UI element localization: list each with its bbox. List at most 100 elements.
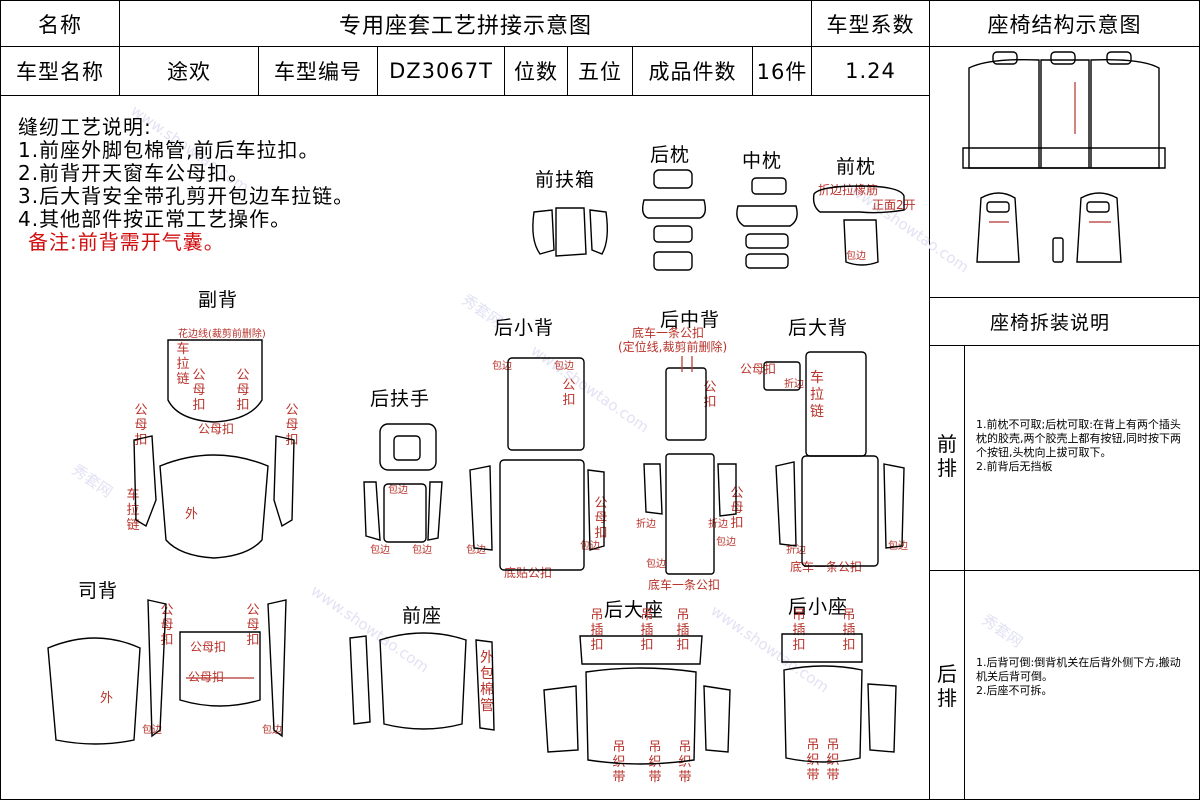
label-mid-pillow: 中枕	[742, 150, 783, 172]
annotation-outer: 外	[100, 691, 114, 706]
annotation-male-snap: 公扣	[703, 380, 717, 410]
label-armrest-box: 前扶箱	[535, 169, 596, 191]
annotation-edge: 包边	[554, 361, 574, 372]
annotation-fold: 折边	[784, 379, 804, 390]
mid-pillow-piece	[736, 205, 798, 227]
label-rear-big-seat: 后大座	[604, 599, 665, 621]
pattern-drawings	[47, 169, 905, 765]
annotation-hang-snap: 吊插扣	[676, 608, 690, 653]
passenger-back-side	[273, 435, 295, 528]
label-rear-armrest: 后扶手	[370, 388, 431, 410]
sewing-item: 1.前座外脚包棉管,前后车拉扣。	[18, 138, 320, 162]
armrest-box-piece	[589, 209, 609, 255]
annotation-edge: 包边	[412, 545, 432, 556]
sewing-title: 缝纫工艺说明:	[18, 115, 152, 139]
annotation-zipper: 车拉链	[810, 370, 824, 420]
annotation-snap: 公母扣	[134, 403, 148, 448]
rear-armrest-piece	[427, 481, 443, 541]
side-divider	[929, 46, 930, 799]
disassembly-title-line	[929, 345, 1200, 346]
mid-pillow-piece	[745, 233, 789, 249]
driver-back-center	[179, 631, 261, 707]
driver-back-side	[147, 599, 167, 738]
annotation-zipper: 车拉链	[176, 342, 190, 387]
rear-small-back-main	[499, 459, 585, 571]
rear-mid-back-top	[665, 367, 707, 441]
annotation-fold: 折边	[636, 519, 656, 530]
label-passenger-back: 副背	[198, 289, 239, 311]
rear-big-seat-side	[543, 685, 579, 753]
rear-small-back-top	[507, 357, 585, 451]
label-rear-pillow: 后枕	[650, 144, 691, 166]
rear-big-back-top	[805, 351, 867, 457]
annotation-edge: 包边	[646, 559, 666, 570]
model-code-label-cell: 车型编号	[258, 46, 378, 96]
rear-big-seat-main	[585, 667, 697, 765]
rear-armrest-piece	[393, 435, 421, 461]
sewing-item: 3.后大背安全带孔剪开包边车拉链。	[18, 184, 355, 208]
front-row-text: 1.前枕不可取;后枕可取:在背上有两个插头枕的胶壳,两个胶壳上都有按钮,同时按下…	[976, 418, 1181, 473]
annotation-male-snap: 公扣	[562, 378, 576, 408]
rear-small-back-side	[469, 465, 493, 551]
structure-bottom-line	[929, 297, 1200, 298]
label-front-pillow: 前枕	[836, 156, 877, 178]
annotation-hang-snap: 吊插扣	[792, 608, 806, 653]
annotation-edge: 包边	[388, 485, 408, 496]
annotation-snap-horizontal: 公母扣	[740, 362, 777, 376]
armrest-box-piece	[532, 209, 555, 255]
annotation-snap: 公母扣	[730, 486, 744, 531]
annotation-fold: 折边	[786, 545, 806, 556]
annotation-passenger-trim: 花边线(裁剪前删除)	[178, 329, 266, 340]
annotation-edge: 包边	[262, 725, 282, 736]
rear-pillow-piece	[641, 199, 707, 219]
front-seat-main	[379, 632, 467, 730]
annotation-front-pillow-slot: 正面2开	[872, 198, 916, 212]
sewing-notes: 缝纫工艺说明: 1.前座外脚包棉管,前后车拉扣。 2.前背开天窗车公母扣。 3.…	[18, 116, 354, 254]
label-rear-big-back: 后大背	[788, 317, 849, 339]
annotation-hang-belt: 吊织带	[826, 738, 840, 783]
rear-row-text: 1.后背可倒:倒背机关在后背外侧下方,搬动机关后背可倒。 2.后座不可拆。	[976, 656, 1181, 697]
front-seat-side	[475, 639, 495, 731]
driver-back-main	[47, 637, 141, 745]
annotation-snap: 公母扣	[160, 603, 174, 648]
annotation-hang-belt: 吊织带	[648, 740, 662, 785]
label-front-seat: 前座	[402, 605, 443, 627]
label-rear-small-seat: 后小座	[788, 596, 849, 618]
annotation-hang-snap: 吊插扣	[590, 608, 604, 653]
rear-small-seat-main	[783, 665, 863, 763]
mid-pillow-piece	[751, 177, 787, 195]
annotation-snap-horizontal: 公母扣	[188, 670, 225, 684]
annotation-edge: 包边	[370, 545, 390, 556]
model-name-cell: 途欢	[119, 46, 259, 96]
rear-big-back-top	[763, 361, 801, 391]
armrest-box-piece	[555, 207, 587, 257]
rear-small-back-side	[587, 469, 605, 551]
label-driver-back: 司背	[78, 580, 119, 602]
annotation-fold: 折边	[708, 519, 728, 530]
annotation-base-line-snap: 底车一条公扣	[790, 560, 863, 574]
annotation-outer: 外	[185, 507, 199, 522]
passenger-back-side	[133, 435, 157, 528]
label-rear-small-back: 后小背	[494, 317, 555, 339]
factor-label-cell: 车型系数	[811, 0, 930, 47]
passenger-back-top	[167, 339, 263, 423]
rear-big-back-side	[775, 461, 797, 547]
row-label-divider	[964, 345, 965, 799]
driver-back-side	[267, 599, 287, 738]
rear-pillow-piece	[653, 225, 693, 243]
mid-pillow-piece	[745, 253, 789, 269]
annotation-mid-base-note: (定位线,裁剪前删除)	[618, 340, 728, 354]
annotation-snap: 公母扣	[246, 603, 260, 648]
annotation-edge: 包边	[466, 545, 486, 556]
rear-big-seat-side	[703, 685, 731, 753]
annotation-outer-cotton-tube: 外包棉管	[480, 650, 494, 714]
rear-big-seat-top	[579, 635, 703, 665]
annotation-snap: 公母扣	[285, 403, 299, 448]
rear-pillow-piece	[653, 251, 693, 271]
sewing-remark: 备注:前背需开气囊。	[28, 230, 225, 254]
rear-armrest-piece	[363, 481, 381, 541]
annotation-edge: 包边	[716, 537, 736, 548]
annotation-edge: 包边	[492, 361, 512, 372]
annotation-hang-belt: 吊织带	[806, 738, 820, 783]
model-code-cell: DZ3067T	[377, 46, 505, 96]
